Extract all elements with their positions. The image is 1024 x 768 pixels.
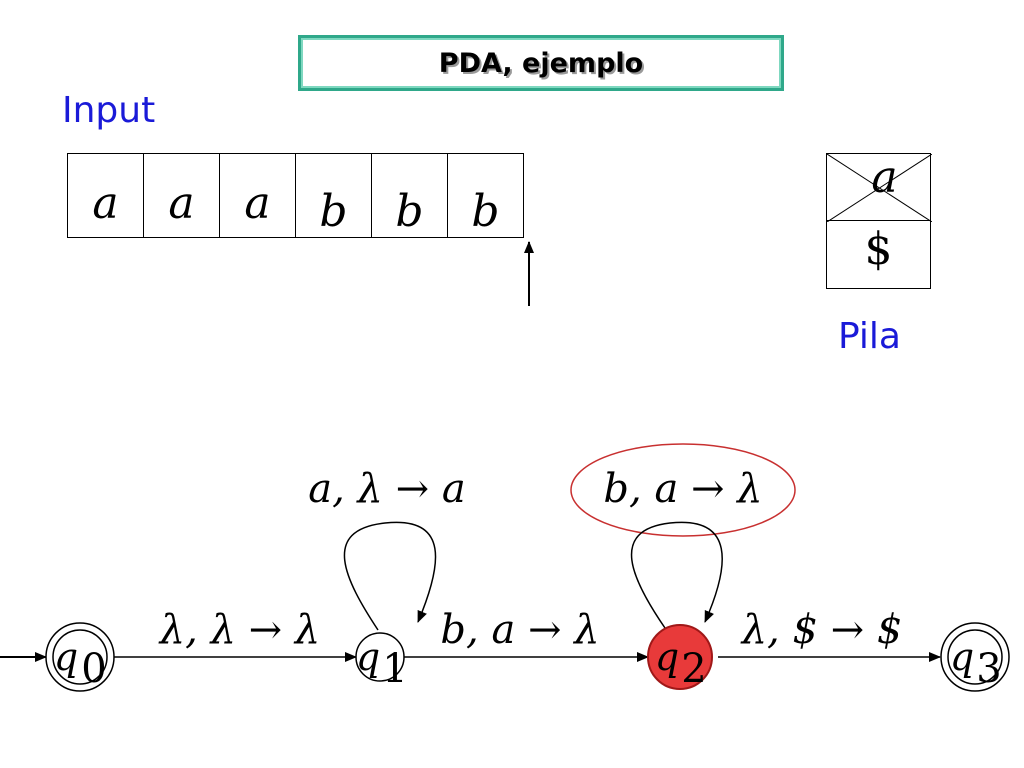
state-q0: q 0 [45,622,115,692]
state-q2-sub: 2 [681,646,706,692]
label-loop-q1: a, λ → a [308,466,465,512]
label-q0-q1: λ, λ → λ [158,607,320,653]
stack-top-symbol: a [871,151,898,203]
state-q2-name: q [655,635,679,679]
state-q0-sub: 0 [81,646,106,692]
label-q1-q2: b, a → λ [440,607,599,653]
stack-cell-bottom: $ [826,220,931,289]
state-q1: q 1 [355,632,408,692]
loop-q2 [630,521,723,629]
input-tape: a a a b b b [67,153,524,238]
state-q2-current: q 2 [647,624,713,692]
tape-cell: b [371,153,448,238]
label-loop-q2: b, a → λ [603,466,762,512]
title-box: PDA, ejemplo [298,35,784,91]
stack-bottom-symbol: $ [864,224,893,275]
highlight-ellipse [570,443,796,537]
state-q3: q 3 [940,622,1010,692]
stack-label: Pila [838,316,901,357]
label-q2-q3: λ, $ → $ [740,607,903,653]
state-q1-sub: 1 [382,646,407,692]
state-q3-name: q [950,635,974,679]
state-q1-name: q [356,635,380,679]
state-q0-name: q [54,635,78,679]
tape-cell: a [143,153,220,238]
cross-out-mark [827,154,932,222]
input-label: Input [62,90,156,131]
state-q3-sub: 3 [976,646,1001,692]
tape-cell: a [67,153,144,238]
loop-q1 [343,521,437,631]
slide-title: PDA, ejemplo [438,47,644,79]
stack: a $ [826,151,932,289]
tape-cell: b [447,153,524,238]
tape-cell: b [295,153,372,238]
